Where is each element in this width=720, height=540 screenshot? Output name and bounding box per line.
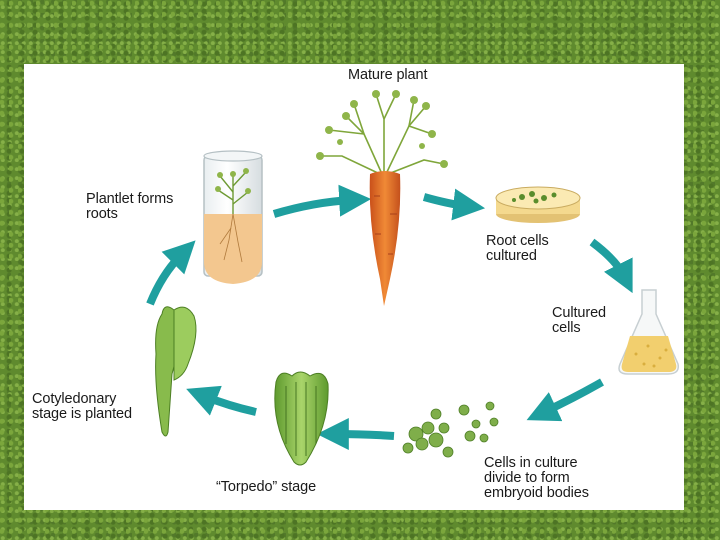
arrow-mature-to-root [422,188,486,221]
label-torpedo-stage: “Torpedo” stage [216,479,317,495]
label-plantlet-forms-roots: Plantlet forms roots [86,191,174,222]
embryoid-bodies-illustration [402,401,499,458]
label-root-cells-cultured: Root cells cultured [486,233,549,264]
label-embryoid-bodies: Cells in culture divide to form embryoid… [484,455,589,501]
life-cycle-illustration [146,90,680,466]
arrow-embryoid-to-torpedo [316,418,395,451]
arrow-cultured-to-embryoid [526,378,604,422]
test-tube-plantlet-illustration [203,150,263,284]
torpedo-embryo-illustration [274,371,329,466]
arrow-torpedo-to-cotyledonary [186,385,257,416]
label-mature-plant: Mature plant [348,67,428,83]
arrow-cotyledonary-to-plantlet [146,240,196,306]
label-cotyledonary-stage: Cotyledonary stage is planted [32,391,132,422]
mature-carrot-illustration [316,90,448,306]
arrow-plantlet-to-mature [272,184,372,218]
culture-flask-illustration [618,289,680,375]
petri-dish-illustration [495,186,581,223]
cotyledonary-embryo-illustration [155,306,197,437]
diagram-panel: Mature plant Root cells cultured Culture… [24,64,684,510]
label-cultured-cells: Cultured cells [552,305,607,336]
arrow-root-to-cultured [589,238,633,294]
cycle-arrows [146,184,633,451]
